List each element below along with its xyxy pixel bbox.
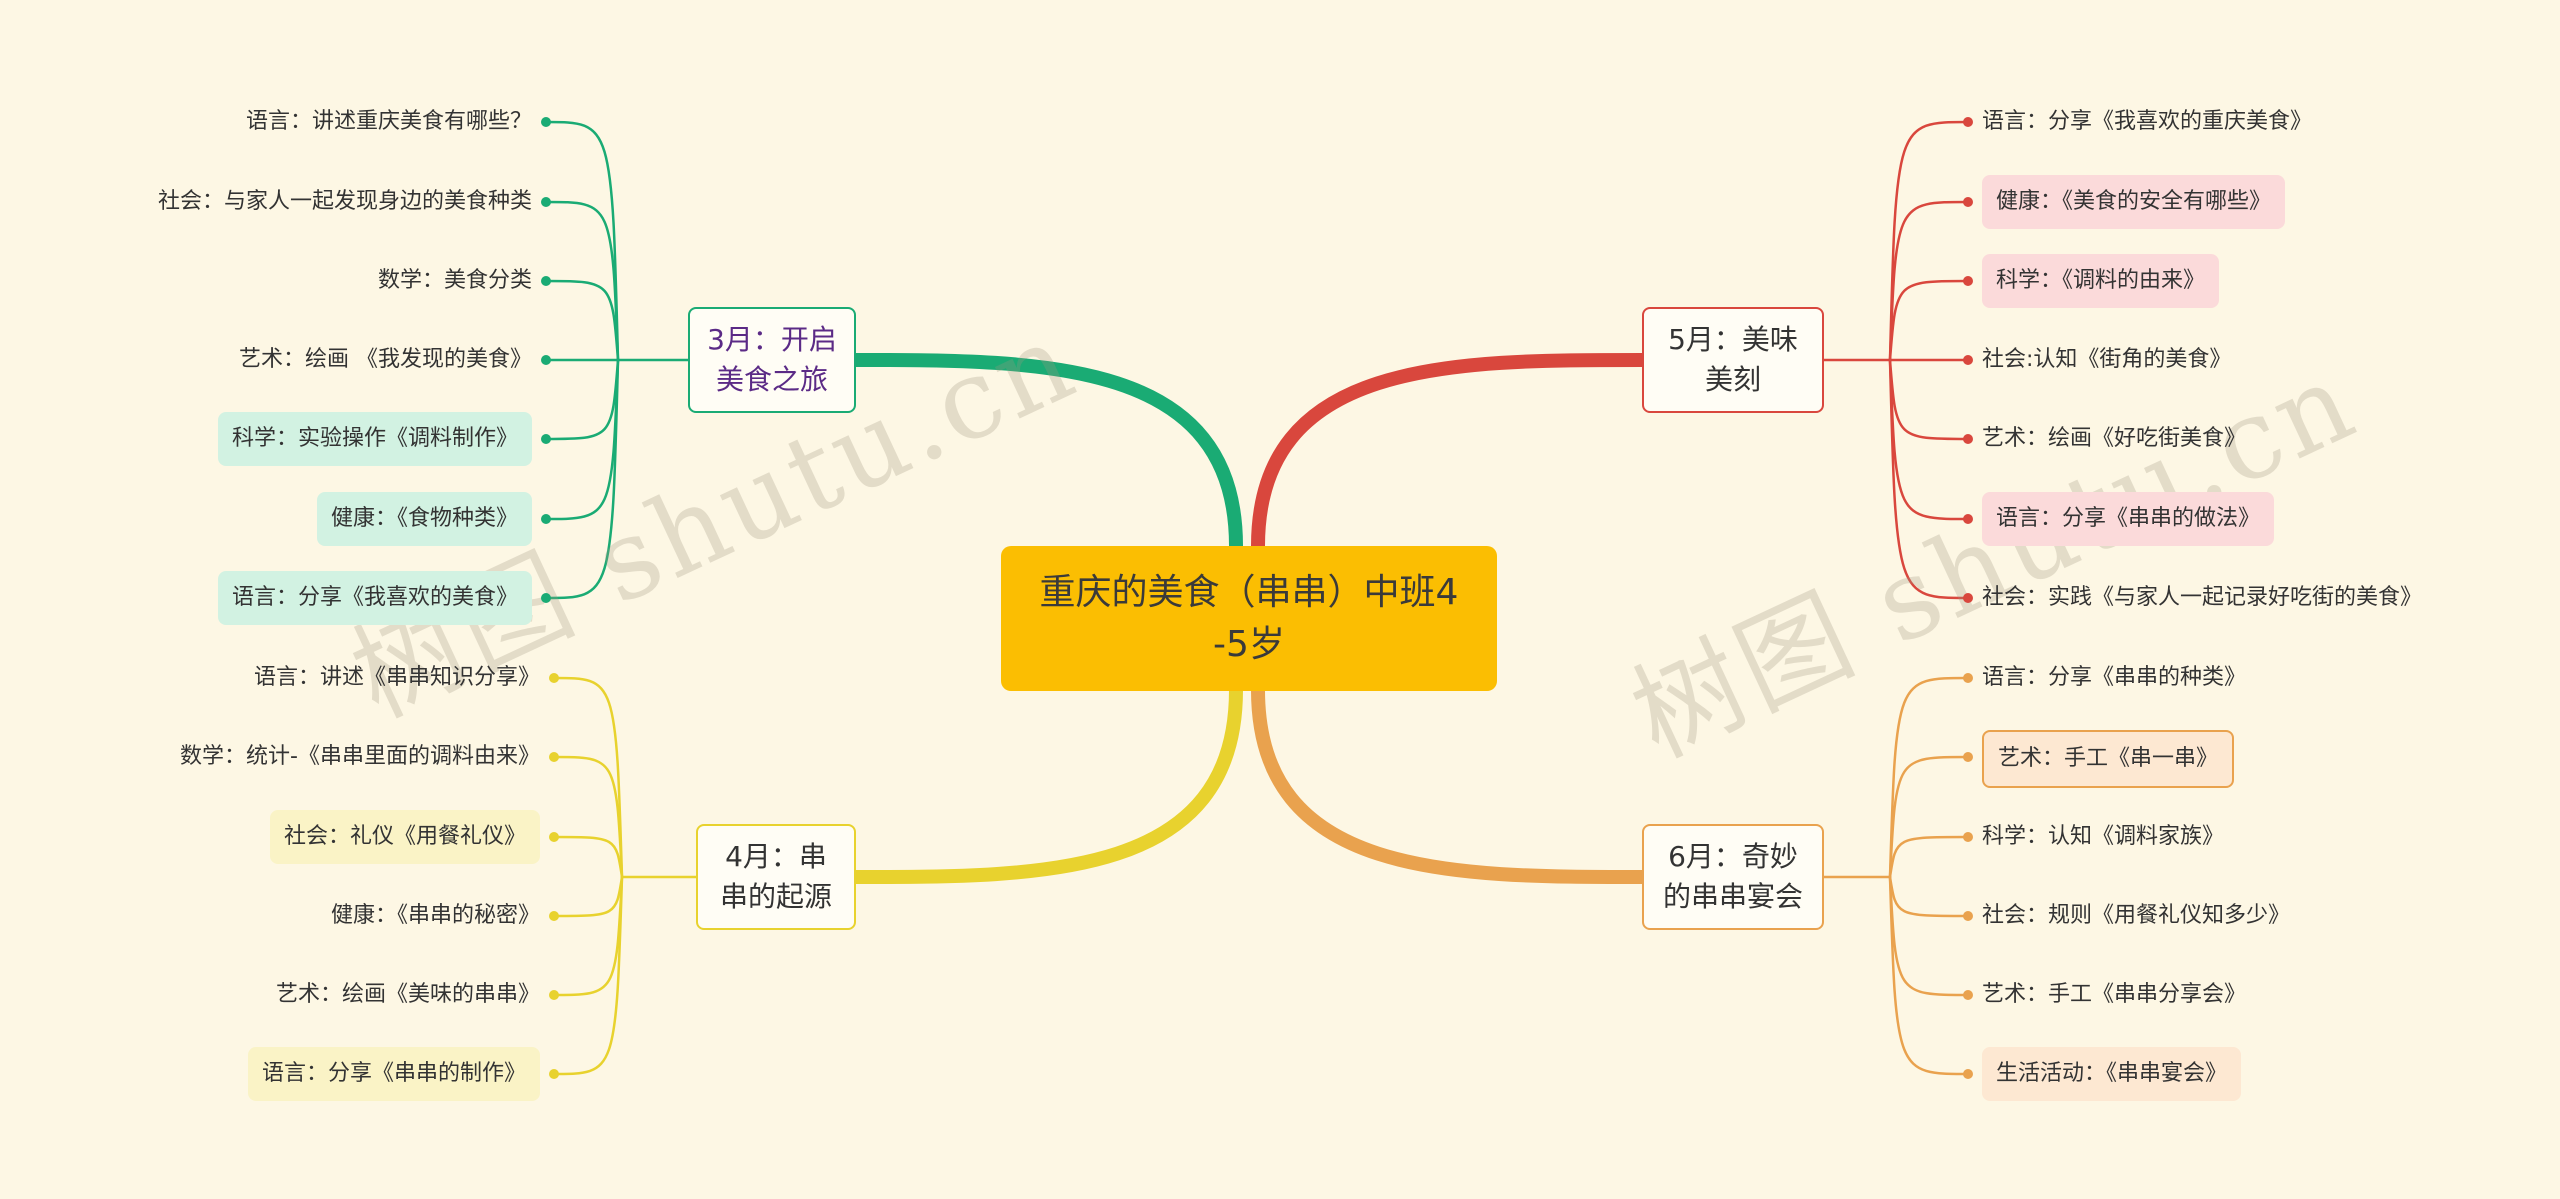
leaf-topic[interactable]: 社会:认知《街角的美食》 <box>1982 347 2232 372</box>
leaf-dot <box>541 276 551 286</box>
leaf-dot <box>1963 593 1973 603</box>
root-topic-label: 重庆的美食（串串）中班4 -5岁 <box>1039 571 1459 665</box>
leaf-connector-jun-1 <box>1888 755 1970 879</box>
leaf-connector-apr-4 <box>552 875 624 997</box>
leaf-topic[interactable]: 生活活动：《串串宴会》 <box>1982 1047 2242 1101</box>
leaf-dot <box>1963 434 1973 444</box>
branch-topic-may[interactable]: 5月：美味 美刻 <box>1642 307 1824 413</box>
root-connector-mar <box>849 353 1243 553</box>
leaf-connector-may-1 <box>1888 200 1970 362</box>
leaf-connector-jun-5 <box>1888 875 1970 1076</box>
leaf-topic[interactable]: 数学：统计-《串串里面的调料由来》 <box>180 744 540 769</box>
leaf-connector-may-2 <box>1888 279 1970 362</box>
leaf-dot <box>1963 197 1973 207</box>
leaf-topic[interactable]: 社会：规则《用餐礼仪知多少》 <box>1982 903 2291 928</box>
leaf-dot <box>549 1069 559 1079</box>
leaf-dot <box>549 990 559 1000</box>
leaf-connector-apr-2 <box>552 835 624 879</box>
leaf-dot <box>541 434 551 444</box>
leaf-dot <box>1963 514 1973 524</box>
branch-topic-apr[interactable]: 4月：串 串的起源 <box>696 824 856 930</box>
leaf-topic[interactable]: 科学：认知《调料家族》 <box>1982 824 2225 849</box>
leaf-topic[interactable]: 艺术：绘画《美味的串串》 <box>275 982 540 1007</box>
leaf-connector-mar-1 <box>544 200 620 362</box>
leaf-connector-apr-1 <box>552 755 624 879</box>
leaf-topic[interactable]: 科学：《调料的由来》 <box>1982 254 2220 308</box>
leaf-connector-apr-5 <box>552 875 624 1076</box>
leaf-dot <box>541 355 551 365</box>
leaf-dot <box>1963 276 1973 286</box>
leaf-topic[interactable]: 社会：实践《与家人一起记录好吃街的美食》 <box>1982 585 2423 610</box>
leaf-dot <box>549 673 559 683</box>
leaf-topic[interactable]: 科学：实验操作《调料制作》 <box>217 412 532 466</box>
leaf-dot <box>541 197 551 207</box>
leaf-topic[interactable]: 语言：讲述《串串知识分享》 <box>253 665 540 690</box>
branch-topic-jun[interactable]: 6月：奇妙 的串串宴会 <box>1642 824 1824 930</box>
root-connector-jun <box>1251 683 1649 884</box>
root-connector-may <box>1251 353 1649 553</box>
leaf-topic[interactable]: 语言：讲述重庆美食有哪些？ <box>245 109 532 134</box>
leaf-dot <box>541 593 551 603</box>
leaf-topic[interactable]: 健康：《串串的秘密》 <box>330 903 540 928</box>
leaf-topic[interactable]: 艺术：绘画 《我发现的美食》 <box>239 347 532 372</box>
leaf-topic[interactable]: 语言：分享《串串的制作》 <box>247 1047 540 1101</box>
leaf-connector-jun-0 <box>1888 676 1970 879</box>
leaf-connector-may-4 <box>1888 358 1970 441</box>
leaf-topic[interactable]: 健康：《美食的安全有哪些》 <box>1982 175 2286 229</box>
branch-topic-mar[interactable]: 3月：开启 美食之旅 <box>688 307 856 413</box>
leaf-topic[interactable]: 艺术：手工《串串分享会》 <box>1982 982 2247 1007</box>
leaf-connector-mar-6 <box>544 358 620 600</box>
leaf-topic[interactable]: 数学：美食分类 <box>377 268 532 293</box>
leaf-dot <box>1963 673 1973 683</box>
leaf-topic[interactable]: 语言：分享《串串的种类》 <box>1982 665 2247 690</box>
leaf-connector-mar-2 <box>544 279 620 362</box>
leaf-dot <box>541 117 551 127</box>
leaf-dot <box>549 752 559 762</box>
leaf-dot <box>541 514 551 524</box>
leaf-topic[interactable]: 健康：《食物种类》 <box>316 492 532 546</box>
leaf-dot <box>1963 355 1973 365</box>
root-topic[interactable]: 重庆的美食（串串）中班4 -5岁 <box>1001 546 1497 691</box>
leaf-dot <box>1963 1069 1973 1079</box>
leaf-connector-jun-2 <box>1888 835 1970 879</box>
leaf-topic[interactable]: 语言：分享《串串的做法》 <box>1982 492 2275 546</box>
leaf-dot <box>1963 911 1973 921</box>
leaf-topic[interactable]: 社会：礼仪《用餐礼仪》 <box>269 810 540 864</box>
leaf-topic[interactable]: 语言：分享《我喜欢的重庆美食》 <box>1982 109 2313 134</box>
leaf-connector-jun-3 <box>1888 875 1970 918</box>
leaf-dot <box>549 911 559 921</box>
leaf-dot <box>1963 117 1973 127</box>
leaf-topic[interactable]: 艺术：绘画《好吃街美食》 <box>1982 426 2247 451</box>
root-connector-apr <box>849 683 1243 884</box>
leaf-connector-apr-0 <box>552 676 624 879</box>
leaf-connector-mar-0 <box>544 120 620 362</box>
leaf-dot <box>1963 990 1973 1000</box>
leaf-connector-may-6 <box>1888 358 1970 600</box>
leaf-dot <box>549 832 559 842</box>
leaf-dot <box>1963 832 1973 842</box>
leaf-topic[interactable]: 社会：与家人一起发现身边的美食种类 <box>157 189 532 214</box>
leaf-connector-apr-3 <box>552 875 624 918</box>
leaf-connector-mar-4 <box>544 358 620 441</box>
leaf-connector-may-0 <box>1888 120 1970 362</box>
leaf-connector-jun-4 <box>1888 875 1970 997</box>
leaf-dot <box>1963 752 1973 762</box>
leaf-topic[interactable]: 艺术：手工《串一串》 <box>1982 730 2235 788</box>
leaf-topic[interactable]: 语言：分享《我喜欢的美食》 <box>217 571 532 625</box>
